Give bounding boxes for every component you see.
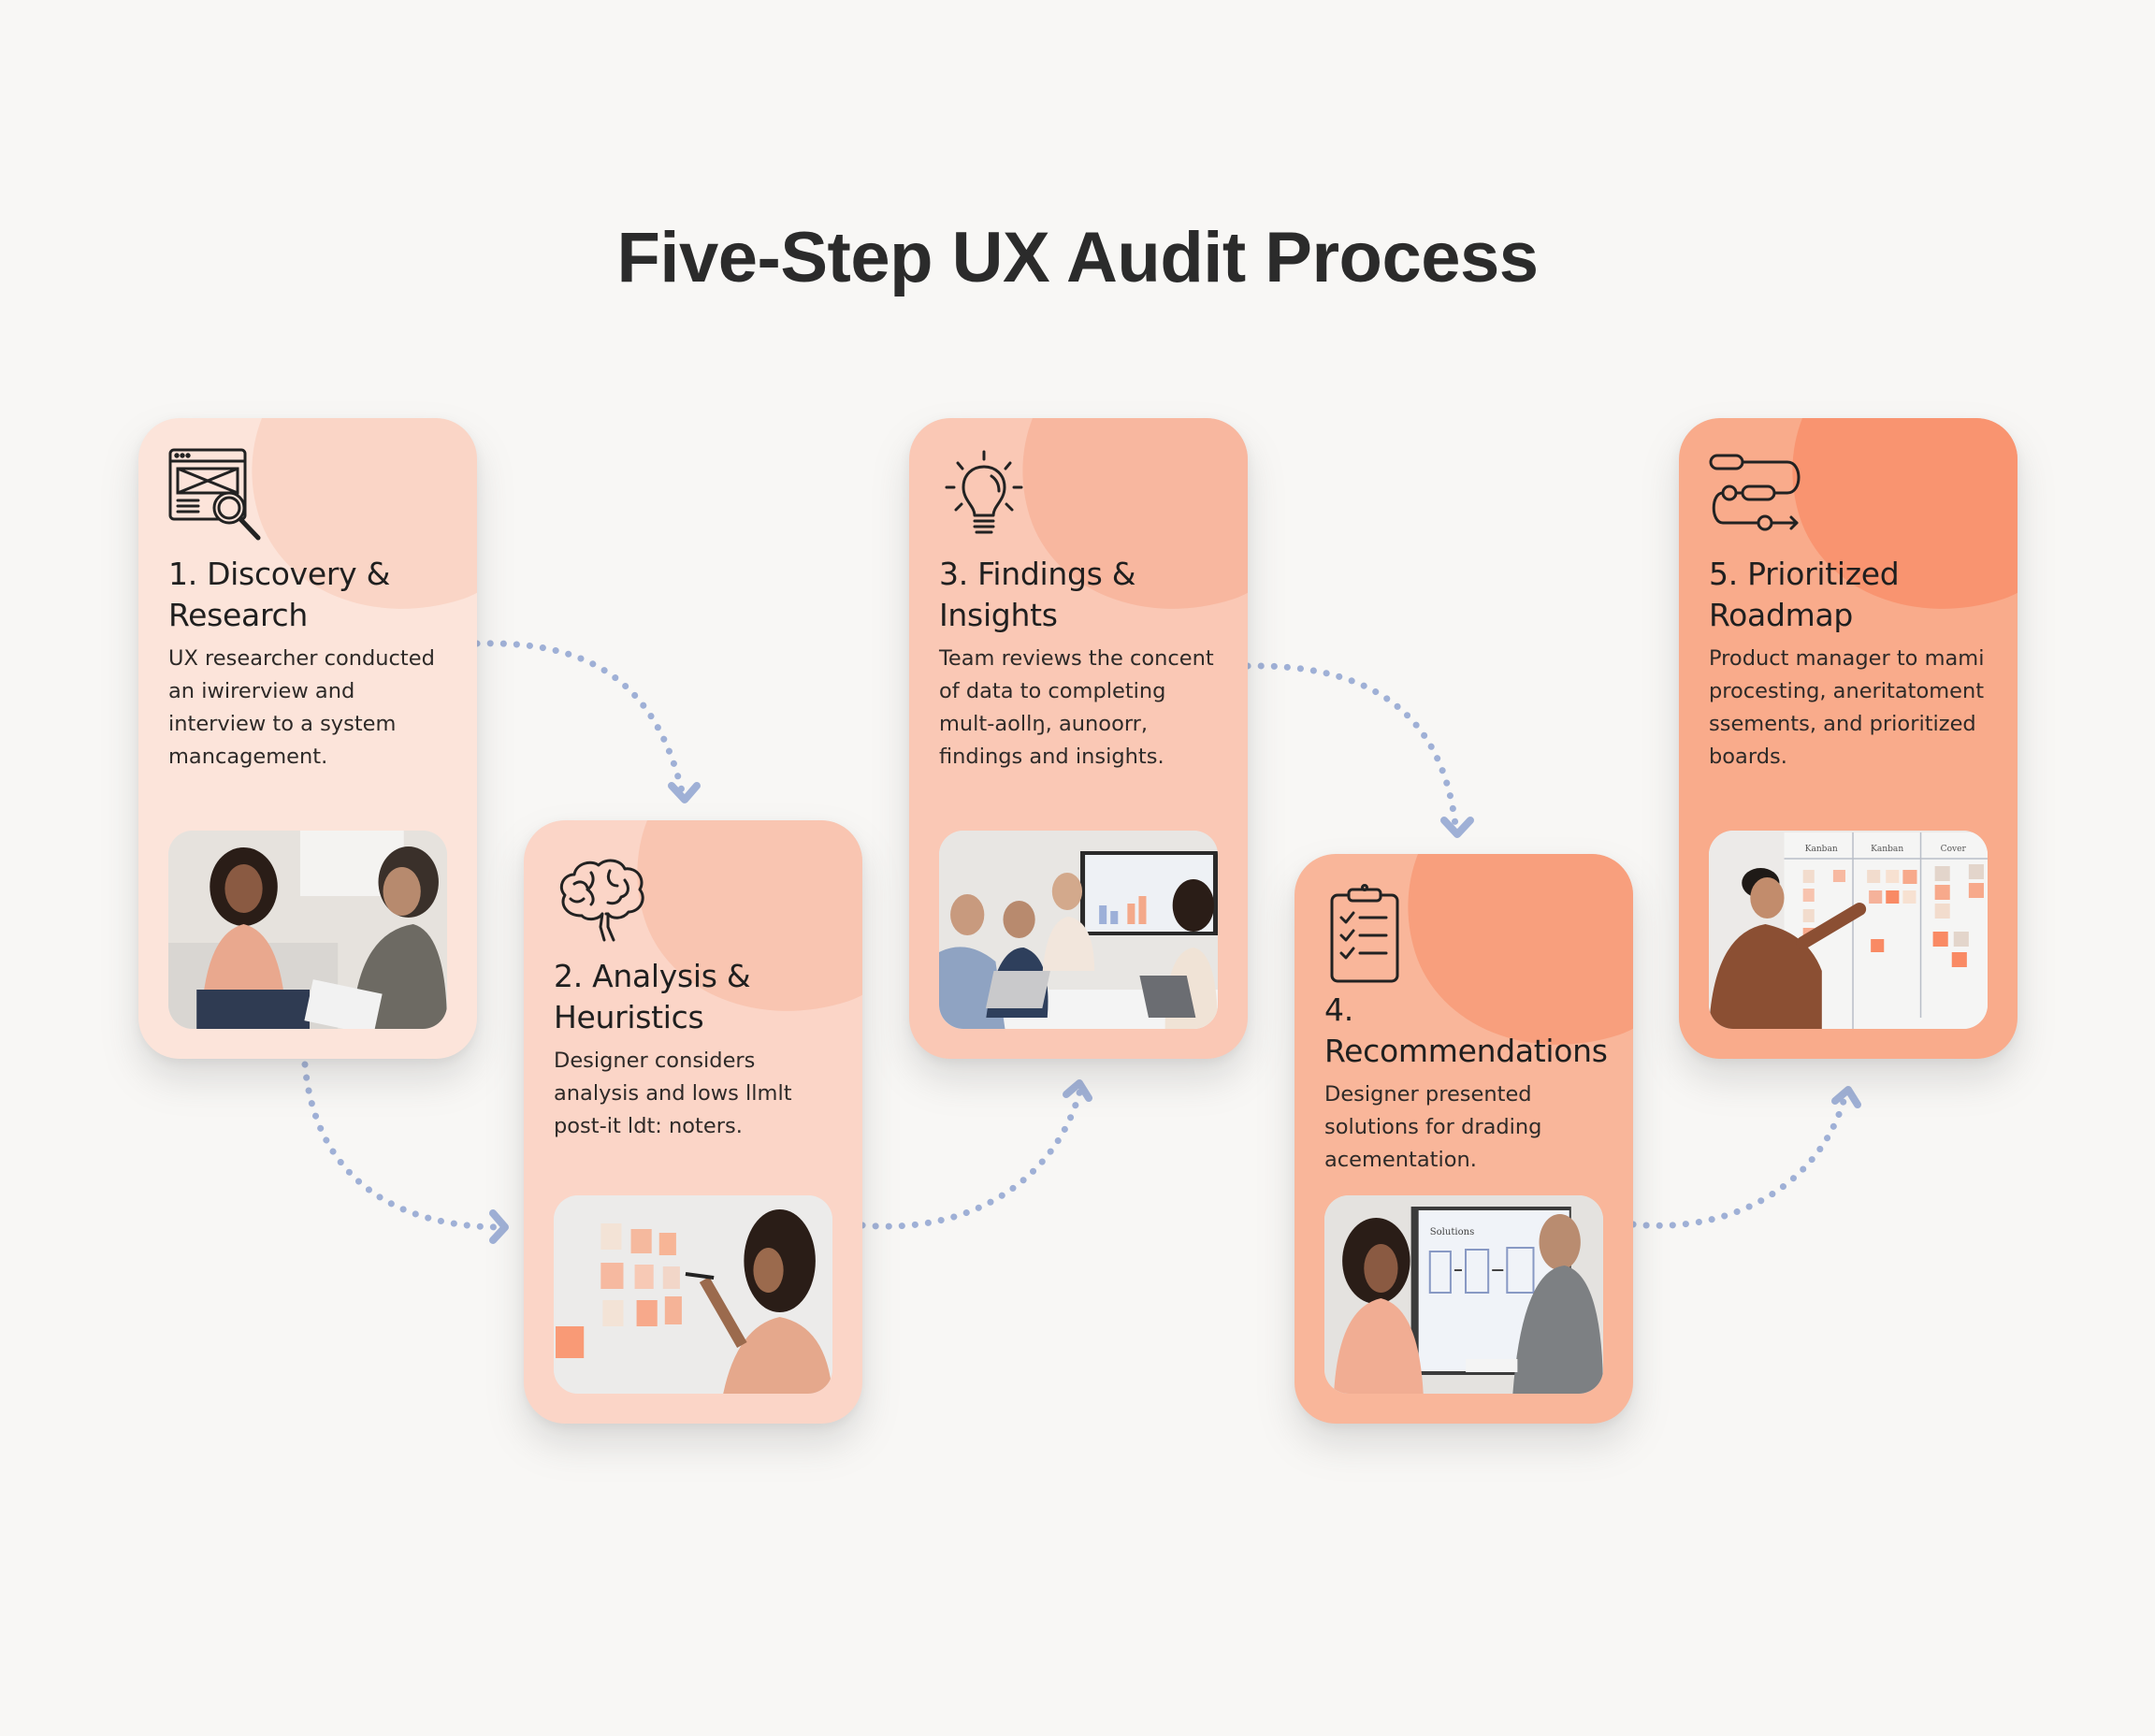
arrowhead-3	[1063, 1079, 1092, 1102]
step-title: 2. Analysis & Heuristics	[554, 958, 751, 1035]
connector-4-to-5	[1629, 1091, 1849, 1229]
step-card-4: 4. Recommendations Designer presented so…	[1294, 854, 1633, 1424]
lightbulb-icon	[939, 448, 1042, 551]
clipboard-checklist-icon	[1324, 884, 1427, 987]
board-column-label: Kanban	[1805, 845, 1838, 854]
step-card-5: 5. Prioritized Roadmap Product manager t…	[1679, 418, 2018, 1059]
connector-1-to-2	[473, 640, 687, 799]
step-description: Team reviews the concent of data to comp…	[939, 646, 1214, 769]
step-title: 3. Findings & Insights	[939, 556, 1136, 633]
connector-2-to-3	[859, 1086, 1084, 1230]
connector-1-to-3-lower	[301, 1061, 501, 1231]
connector-3-to-4	[1244, 662, 1459, 829]
board-column-label: Cover	[1941, 845, 1967, 854]
designer-sticky-notes-photo	[554, 1195, 832, 1394]
step-title: 1. Discovery & Research	[168, 556, 391, 633]
step-description: Designer considers analysis and lows llm…	[554, 1049, 792, 1138]
step-card-2: 2. Analysis & Heuristics Designer consid…	[524, 820, 862, 1424]
page-title: Five-Step UX Audit Process	[616, 218, 1539, 297]
step-description: UX researcher conducted an iwirerview an…	[168, 646, 435, 769]
solution-presentation-photo: Solutions	[1324, 1195, 1603, 1394]
screen-label: Solutions	[1430, 1227, 1475, 1237]
step-card-3: 3. Findings & Insights Team reviews the …	[909, 418, 1248, 1059]
step-description: Designer presented solutions for drading…	[1324, 1082, 1542, 1172]
brain-icon	[554, 850, 657, 953]
kanban-board-photo: Kanban Kanban Cover	[1709, 831, 1988, 1029]
board-column-label: Kanban	[1871, 845, 1903, 854]
arrowhead-5	[1831, 1086, 1861, 1108]
roadmap-path-icon	[1709, 448, 1812, 551]
arrowhead-1	[668, 782, 701, 803]
team-meeting-photo	[939, 831, 1218, 1029]
step-title: 5. Prioritized Roadmap	[1709, 556, 1900, 633]
arrowhead-4	[1440, 817, 1474, 838]
step-card-1: 1. Discovery & Research UX researcher co…	[138, 418, 477, 1059]
arrowhead-2	[489, 1209, 509, 1244]
step-title: 4. Recommendations	[1324, 991, 1608, 1069]
researcher-interview-photo	[168, 831, 447, 1029]
step-description: Product manager to mami procesting, aner…	[1709, 646, 1985, 769]
wireframe-search-icon	[168, 448, 271, 551]
